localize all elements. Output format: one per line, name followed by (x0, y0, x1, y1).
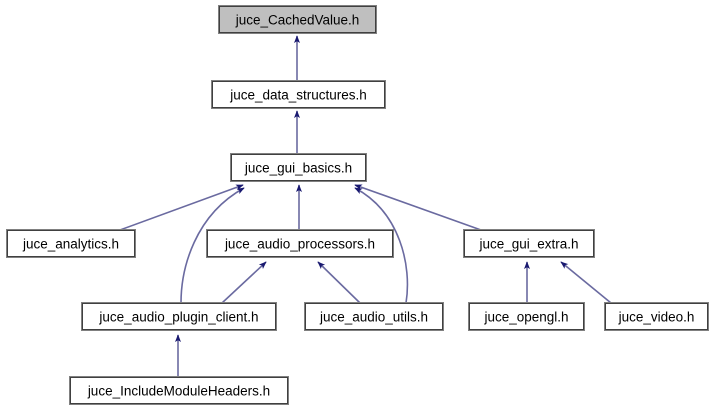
edge-audio-plugin-client-to-gui-basics (180, 187, 245, 304)
node-juce-data-structures[interactable]: juce_data_structures.h (211, 80, 386, 109)
node-label: juce_gui_extra.h (479, 236, 579, 252)
edge-gui-extra-to-gui-basics (354, 184, 482, 231)
node-juce-include-module-headers[interactable]: juce_IncludeModuleHeaders.h (69, 376, 289, 405)
edge-audio-utils-to-gui-basics (354, 187, 409, 304)
edge-analytics-to-gui-basics (119, 184, 244, 231)
node-label: juce_audio_processors.h (224, 236, 376, 252)
node-label: juce_analytics.h (22, 236, 120, 252)
edge-video-to-gui-extra (560, 261, 612, 304)
node-juce-cached-value[interactable]: juce_CachedValue.h (218, 5, 377, 34)
node-juce-opengl[interactable]: juce_opengl.h (468, 302, 585, 331)
node-juce-gui-basics[interactable]: juce_gui_basics.h (230, 153, 367, 182)
node-juce-gui-extra[interactable]: juce_gui_extra.h (463, 229, 595, 258)
node-juce-video[interactable]: juce_video.h (604, 302, 709, 331)
node-label: juce_CachedValue.h (235, 12, 360, 28)
node-label: juce_audio_plugin_client.h (99, 309, 259, 325)
node-label: juce_IncludeModuleHeaders.h (87, 383, 271, 399)
node-label: juce_video.h (618, 309, 695, 325)
node-label: juce_opengl.h (484, 309, 569, 325)
node-label: juce_data_structures.h (230, 87, 367, 103)
edge-audio-plugin-client-to-audio-processors (221, 261, 267, 304)
edge-audio-utils-to-audio-processors (317, 261, 361, 304)
node-label: juce_gui_basics.h (244, 160, 353, 176)
node-juce-analytics[interactable]: juce_analytics.h (6, 229, 136, 258)
node-juce-audio-utils[interactable]: juce_audio_utils.h (304, 302, 444, 331)
node-juce-audio-plugin-client[interactable]: juce_audio_plugin_client.h (81, 302, 277, 331)
node-label: juce_audio_utils.h (319, 309, 429, 325)
node-juce-audio-processors[interactable]: juce_audio_processors.h (206, 229, 394, 258)
